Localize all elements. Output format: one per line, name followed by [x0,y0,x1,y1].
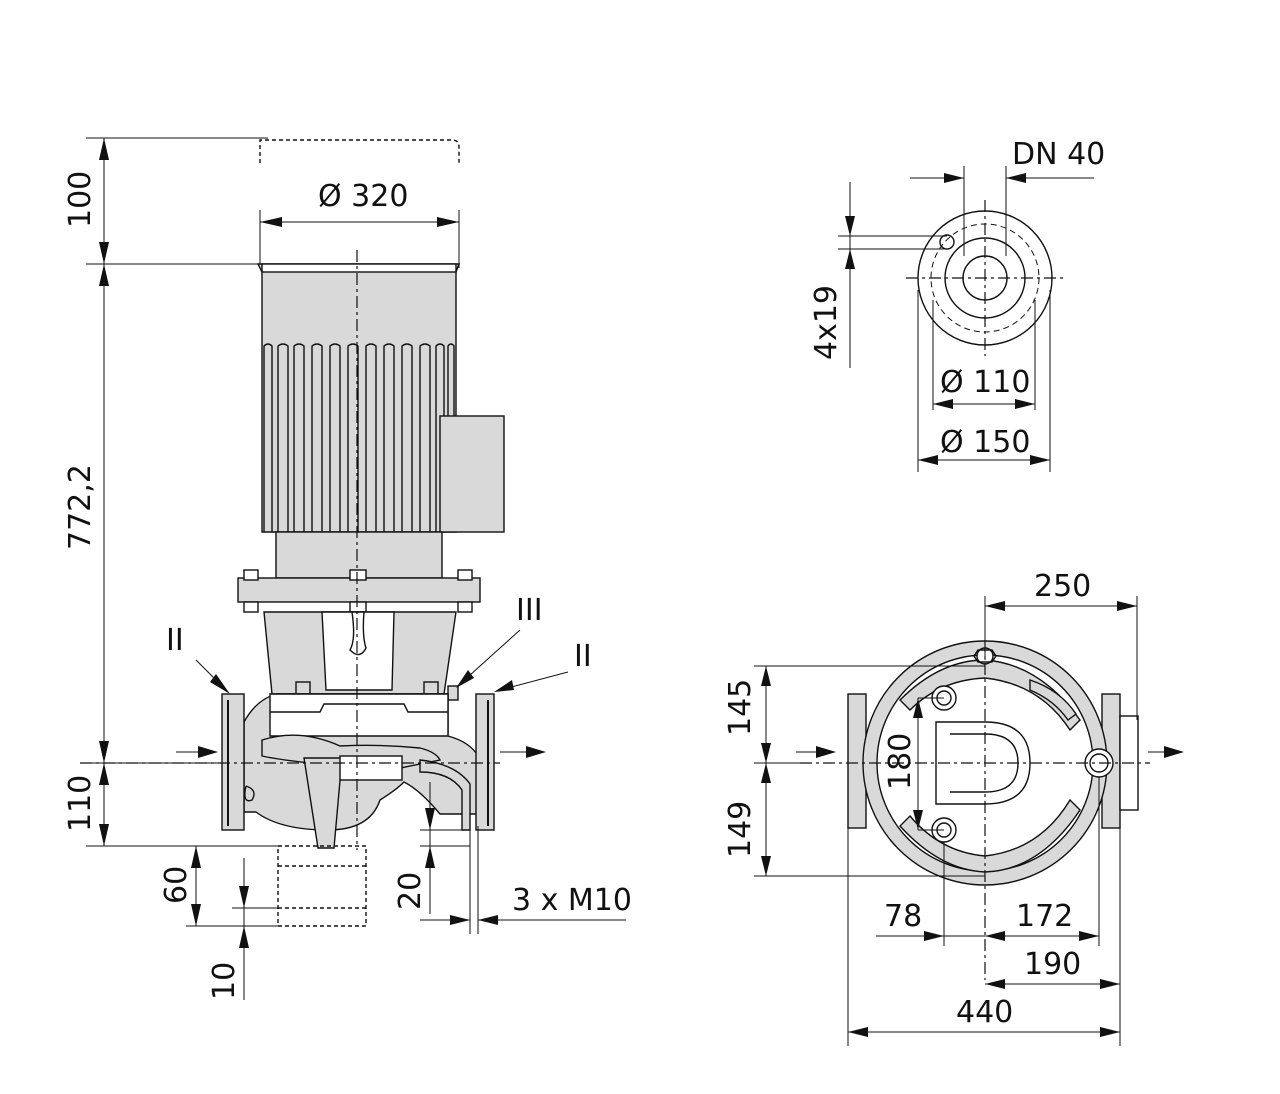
dim-motor-diameter: Ø 320 [318,179,408,214]
dim-172: 172 [1016,899,1073,934]
detail-marker-left: II [166,623,184,658]
detail-marker-center: III [516,593,543,628]
dim-base-height: 110 [63,775,98,832]
top-view: 250 145 180 149 78 172 190 440 [723,569,1184,1046]
detail-marker-right: II [574,639,592,674]
inlet-flange [221,693,245,831]
dim-149: 149 [723,801,758,858]
top-inlet-arrow [816,746,836,758]
clearance-outline [259,139,460,163]
dim-78: 78 [884,899,922,934]
outlet-flow-arrow [526,746,546,758]
side-view: 100 Ø 320 772,2 110 60 10 20 3 x M10 II … [63,137,632,1000]
inlet-flow-arrow [198,746,218,758]
terminal-box [439,415,505,533]
dim-180: 180 [883,733,918,790]
dim-total-height: 772,2 [63,464,98,550]
dim-foot-60: 60 [159,866,194,904]
dim-190: 190 [1024,947,1081,982]
dim-bolt-circle: Ø 110 [940,365,1030,400]
dim-nominal: DN 40 [1012,137,1105,172]
dim-440: 440 [956,995,1013,1030]
dim-motor-clearance: 100 [63,171,98,228]
dim-250: 250 [1034,569,1091,604]
bolt-hole [939,234,955,250]
flange-view: DN 40 4x19 Ø 110 Ø 150 [809,137,1105,472]
motor-flange [237,577,481,603]
dim-holes: 4x19 [809,285,844,360]
dim-outer: Ø 150 [940,425,1030,460]
dim-foot-20: 20 [393,872,428,910]
dim-145: 145 [723,679,758,736]
top-outlet-arrow [1164,746,1184,758]
foot-clearance [277,845,367,927]
dim-thread: 3 x M10 [512,883,632,918]
outlet-flange [475,693,495,831]
motor-cooling-fins [263,343,455,532]
dim-foot-10: 10 [207,962,242,1000]
